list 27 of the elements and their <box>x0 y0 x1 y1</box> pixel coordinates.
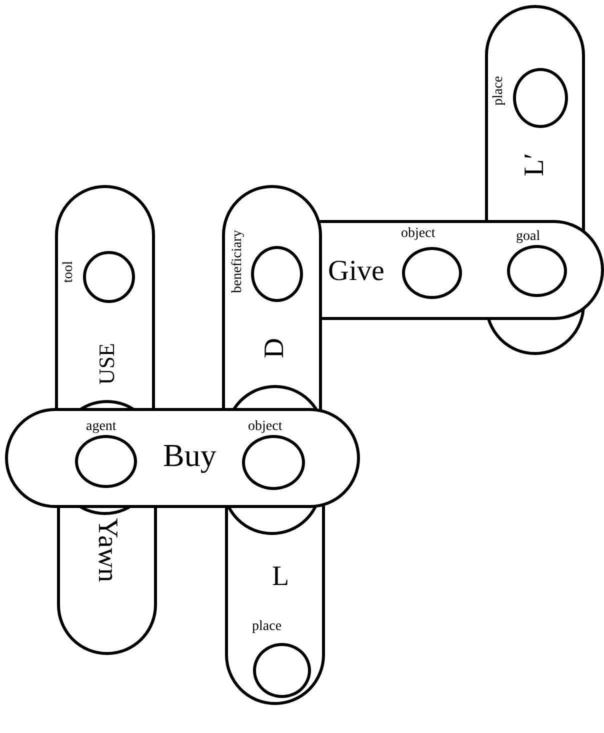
frame-label: Buy <box>163 439 216 471</box>
frame-label: Give <box>328 257 384 286</box>
role-label: tool <box>62 261 76 283</box>
slot-circle <box>242 435 305 490</box>
slot-circle <box>402 247 462 299</box>
frame-label: Yawn <box>93 518 121 582</box>
frame-pill <box>485 5 585 355</box>
frame-pill <box>225 385 325 705</box>
slot-circle <box>513 68 568 128</box>
slot-circle <box>253 643 311 698</box>
role-label: object <box>401 227 436 241</box>
slot-circle <box>83 251 135 303</box>
role-label: agent <box>86 420 116 434</box>
frame-label: L′ <box>521 153 549 176</box>
frame-label: D <box>261 338 289 358</box>
role-label: place <box>252 620 282 634</box>
role-label: goal <box>516 230 540 244</box>
slot-circle <box>251 246 303 302</box>
frame-pill <box>57 400 157 655</box>
frame-label: USE <box>96 343 118 385</box>
slot-circle <box>507 245 567 297</box>
role-label: place <box>492 76 506 106</box>
slot-circle <box>75 435 137 488</box>
role-label: beneficiary <box>231 230 245 293</box>
role-label: object <box>248 420 282 434</box>
frame-pill <box>320 220 604 320</box>
frame-label: L <box>272 563 290 591</box>
